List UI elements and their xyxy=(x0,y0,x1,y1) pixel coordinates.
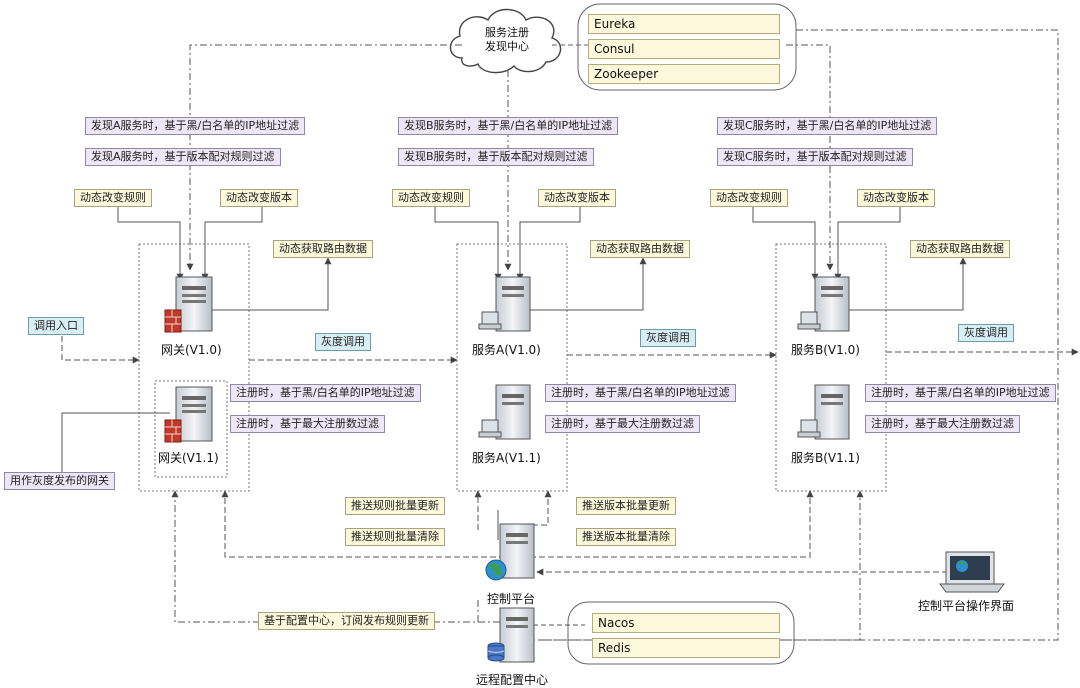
push-rule-clear: 推送规则批量清除 xyxy=(345,528,445,546)
config-center-server xyxy=(487,607,535,663)
service-a-change-version: 动态改变版本 xyxy=(538,189,616,207)
gateway-change-rule: 动态改变规则 xyxy=(74,189,152,207)
service-a-group-frame xyxy=(456,243,568,492)
registry-cloud-line2: 发现中心 xyxy=(485,40,529,53)
registry-item-eureka: Eureka xyxy=(588,14,780,34)
console-caption: 控制平台 xyxy=(487,592,536,606)
discovery-filter-b-ip: 发现B服务时，基于黑/白名单的IP地址过滤 xyxy=(398,117,619,135)
registry-cloud xyxy=(449,8,562,74)
gray-call-a-to-b: 灰度调用 xyxy=(640,329,696,347)
discovery-filter-b-version: 发现B服务时，基于版本配对规则过滤 xyxy=(398,148,594,166)
service-b-change-rule: 动态改变规则 xyxy=(710,189,788,207)
gray-call-gateway-to-a: 灰度调用 xyxy=(315,333,371,351)
registry-item-consul: Consul xyxy=(588,39,780,59)
gateway-register-max: 注册时，基于最大注册数过滤 xyxy=(230,415,385,433)
service-a-change-rule: 动态改变规则 xyxy=(392,189,470,207)
service-b-v11-server xyxy=(797,384,850,440)
gateway-group-frame xyxy=(138,243,250,492)
service-b-fetch-route: 动态获取路由数据 xyxy=(910,240,1010,258)
gateway-v10-caption: 网关(V1.0) xyxy=(161,343,222,357)
gateway-fetch-route: 动态获取路由数据 xyxy=(273,240,373,258)
console-server xyxy=(485,523,535,581)
config-item-nacos: Nacos xyxy=(592,613,780,633)
service-b-v11-caption: 服务B(V1.1) xyxy=(791,451,860,465)
gray-call-b-onward: 灰度调用 xyxy=(958,324,1014,342)
laptop-icon xyxy=(939,551,1005,593)
console-ui-caption: 控制平台操作界面 xyxy=(918,599,1015,613)
gray-gateway-note: 用作灰度发布的网关 xyxy=(4,472,115,490)
service-a-v10-server xyxy=(478,276,531,332)
service-b-v10-caption: 服务B(V1.0) xyxy=(791,343,860,357)
registry-cloud-title: 服务注册 发现中心 xyxy=(467,26,547,54)
gateway-register-ip: 注册时，基于黑/白名单的IP地址过滤 xyxy=(230,384,421,402)
config-subscribe-label: 基于配置中心，订阅发布规则更新 xyxy=(258,612,435,630)
discovery-filter-c-version: 发现C服务时，基于版本配对规则过滤 xyxy=(717,148,913,166)
config-center-caption: 远程配置中心 xyxy=(476,673,549,687)
config-item-redis: Redis xyxy=(592,638,780,658)
service-b-group-frame xyxy=(775,243,887,492)
service-a-register-ip: 注册时，基于黑/白名单的IP地址过滤 xyxy=(545,384,736,402)
service-a-v10-caption: 服务A(V1.0) xyxy=(472,343,541,357)
registry-item-zookeeper: Zookeeper xyxy=(588,64,780,84)
service-b-v10-server xyxy=(797,276,850,332)
service-b-register-max: 注册时，基于最大注册数过滤 xyxy=(865,415,1020,433)
gateway-v11-caption: 网关(V1.1) xyxy=(158,451,219,465)
gateway-change-version: 动态改变版本 xyxy=(220,189,298,207)
service-b-change-version: 动态改变版本 xyxy=(857,189,935,207)
push-rule-update: 推送规则批量更新 xyxy=(345,497,445,515)
discovery-filter-a-version: 发现A服务时，基于版本配对规则过滤 xyxy=(85,148,281,166)
registry-cloud-line1: 服务注册 xyxy=(485,26,529,39)
registry-list-panel xyxy=(577,3,797,91)
push-version-update: 推送版本批量更新 xyxy=(576,497,676,515)
gateway-v11-server xyxy=(164,386,213,443)
service-b-register-ip: 注册时，基于黑/白名单的IP地址过滤 xyxy=(865,384,1056,402)
service-a-v11-server xyxy=(478,384,531,440)
discovery-filter-c-ip: 发现C服务时，基于黑/白名单的IP地址过滤 xyxy=(717,117,938,135)
service-a-v11-caption: 服务A(V1.1) xyxy=(472,451,541,465)
gateway-gray-frame xyxy=(154,380,228,478)
discovery-filter-a-ip: 发现A服务时，基于黑/白名单的IP地址过滤 xyxy=(85,117,306,135)
service-a-fetch-route: 动态获取路由数据 xyxy=(590,240,690,258)
gateway-v10-server xyxy=(164,276,213,333)
service-a-register-max: 注册时，基于最大注册数过滤 xyxy=(545,415,700,433)
push-version-clear: 推送版本批量清除 xyxy=(576,528,676,546)
call-entry-label: 调用入口 xyxy=(28,317,84,335)
config-list-panel xyxy=(567,601,795,665)
